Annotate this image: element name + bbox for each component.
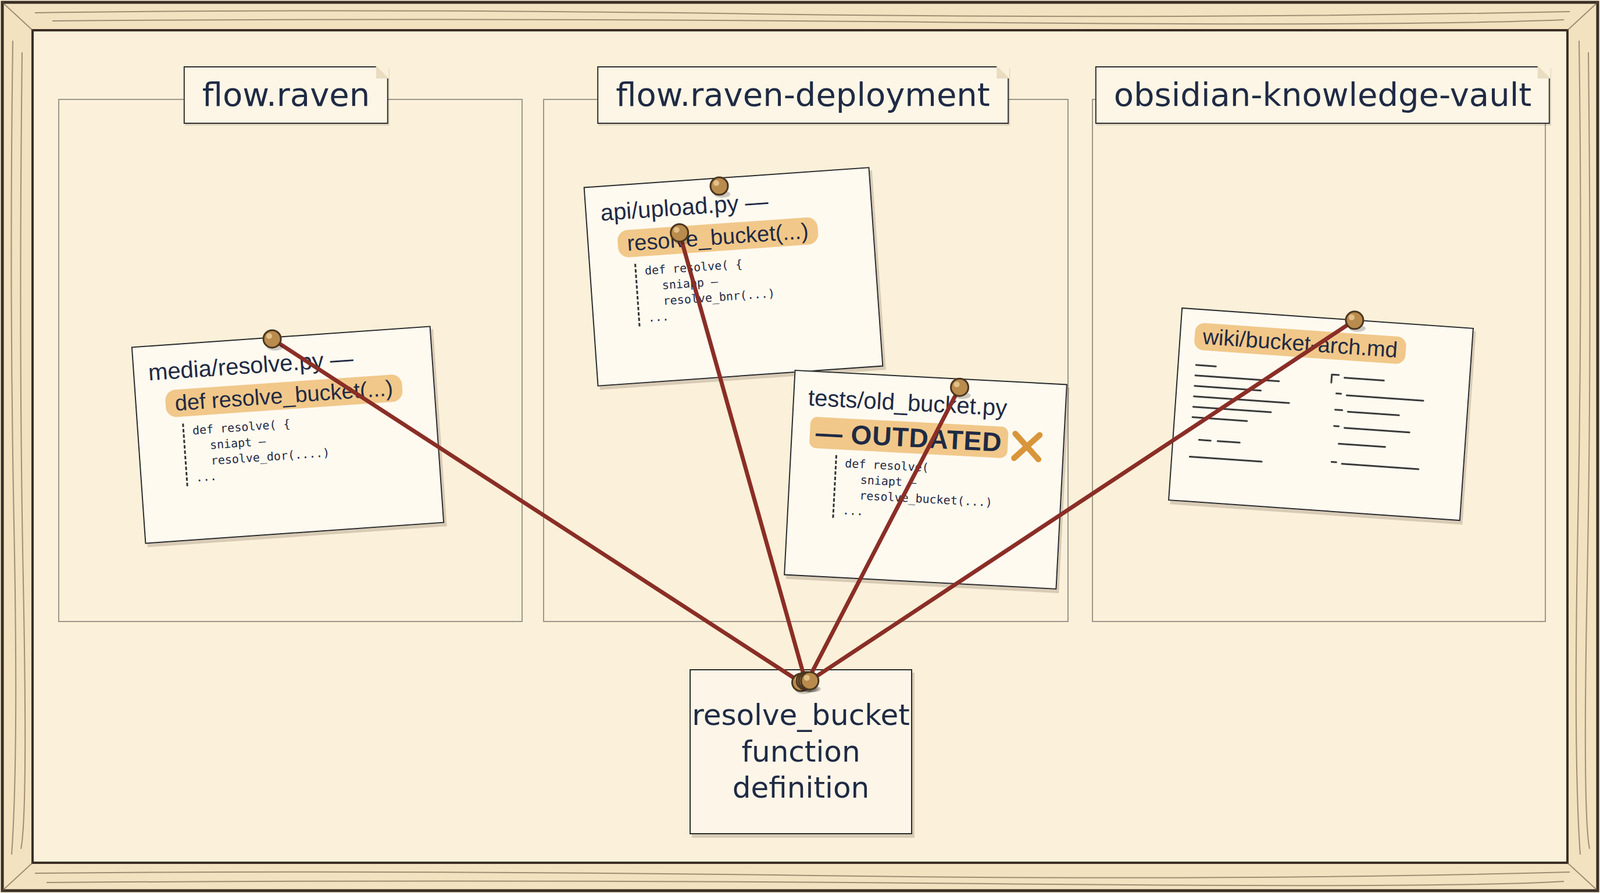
pin-shine: [954, 381, 960, 388]
pin-shadow: [795, 687, 813, 695]
scribble: [1334, 409, 1399, 416]
pinned-file-card: tests/old_bucket.py— OUTDATEDdef resolve…: [783, 369, 1068, 590]
code-snippet: def resolve( {sniapp —resolve_bnr(...)..…: [634, 248, 865, 327]
pin-shine: [266, 333, 273, 339]
code-snippet: def resolve(sniapt —resolve_bucket(...).…: [831, 455, 1048, 530]
push-pin: [792, 673, 813, 695]
pin-shine: [801, 675, 808, 681]
highlighted-call: resolve_bucket(...): [616, 216, 819, 259]
pin-shine: [1348, 314, 1355, 321]
pin-shadow: [674, 237, 691, 245]
pin-head: [263, 330, 281, 348]
red-string: [807, 387, 960, 681]
repo-label-tab: obsidian-knowledge-vault: [1095, 66, 1550, 124]
red-string: [809, 320, 1355, 681]
scribble: [1336, 393, 1424, 401]
scribble: [1194, 396, 1290, 403]
note-scribbles: [1184, 357, 1455, 492]
scribble: [1198, 439, 1240, 443]
file-path: api/upload.py —: [599, 181, 857, 227]
push-pin: [798, 672, 819, 693]
pin-head: [801, 672, 819, 690]
push-pin: [951, 378, 971, 399]
pinned-file-card: api/upload.py —resolve_bucket(...)def re…: [583, 166, 884, 387]
file-path: tests/old_bucket.py: [807, 384, 1052, 424]
pin-shine: [799, 675, 806, 681]
pin-shadow: [804, 685, 821, 693]
repo-panel: flow.ravenmedia/resolve.py —def resolve_…: [58, 98, 523, 623]
code-snippet: def resolve( {sniapt —resolve_dor(....).…: [181, 406, 426, 487]
pin-head: [792, 673, 810, 692]
push-pin: [263, 330, 284, 351]
pin-shine: [795, 676, 802, 683]
pin-shadow: [800, 685, 817, 693]
push-pin: [796, 672, 817, 693]
pin-shadow: [266, 343, 284, 351]
outdated-tag: — OUTDATED: [809, 416, 1009, 459]
highlighted-file-path: wiki/bucket-arch.md: [1193, 322, 1407, 365]
pin-shadow: [954, 391, 971, 399]
scribble: [1331, 461, 1419, 469]
repo-panel: obsidian-knowledge-vaultwiki/bucket-arch…: [1091, 98, 1546, 623]
pinned-file-card: wiki/bucket-arch.md: [1168, 307, 1474, 521]
definition-label: resolve_bucket function definition: [691, 697, 910, 807]
repo-panel: flow.raven-deploymentapi/upload.py —reso…: [543, 98, 1069, 623]
pin-head: [796, 672, 814, 690]
scribble: [1195, 375, 1280, 382]
scribble-lines: [1189, 365, 1425, 473]
outdated-x-mark: [1009, 429, 1045, 465]
scribble: [1195, 365, 1216, 367]
x-stroke: [1013, 433, 1040, 460]
pin-head: [798, 672, 817, 690]
scribble: [1192, 417, 1248, 422]
red-string: [679, 232, 806, 681]
pin-shadow: [1349, 325, 1366, 332]
definition-card: resolve_bucket function definition: [689, 669, 913, 835]
push-pin: [801, 672, 821, 693]
scribble: [1189, 456, 1262, 462]
pin-shadow: [802, 685, 819, 693]
push-pin: [670, 223, 691, 245]
outdated-row: — OUTDATED: [805, 416, 1050, 467]
scribble: [1194, 386, 1262, 391]
scribble: [1334, 426, 1410, 433]
repo-label-tab: flow.raven: [183, 66, 389, 124]
pinned-file-card: media/resolve.py —def resolve_bucket(...…: [131, 325, 445, 544]
pin-head: [951, 378, 969, 396]
scribble: [1193, 406, 1271, 413]
scribble: [1331, 374, 1385, 387]
pin-head: [1345, 311, 1364, 330]
pin-shine: [804, 675, 810, 681]
repo-label-tab: flow.raven-deployment: [597, 66, 1009, 124]
push-pin: [1345, 311, 1366, 332]
frame-inner: [32, 30, 1568, 863]
push-pin: [710, 177, 731, 198]
pin-shine: [673, 226, 680, 233]
pin-head: [670, 223, 689, 242]
scribble: [1338, 443, 1386, 448]
code-line: resolve_bucket(...): [843, 487, 1047, 514]
red-string: [272, 338, 801, 683]
